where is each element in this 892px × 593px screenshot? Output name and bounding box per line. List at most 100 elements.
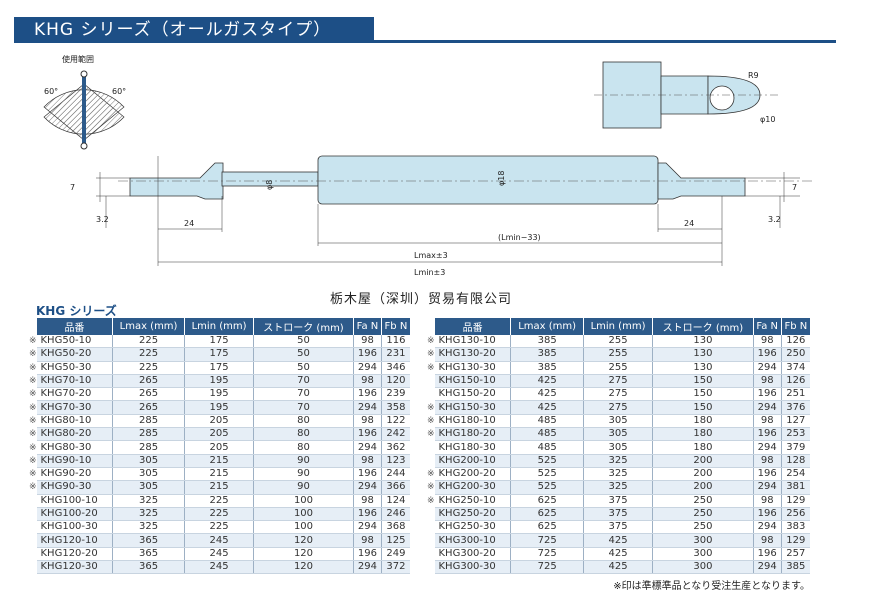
stroke-cell: 70 <box>253 387 355 402</box>
fa-cell: 294 <box>753 400 782 415</box>
stroke-cell: 150 <box>652 387 754 402</box>
row-mark: ※ <box>424 467 435 481</box>
fb-cell: 250 <box>781 347 810 362</box>
lmax-cell: 225 <box>112 335 186 349</box>
stroke-cell: 150 <box>652 374 754 389</box>
fa-cell: 294 <box>753 520 782 535</box>
dim-24-right: 24 <box>684 219 694 228</box>
stroke-cell: 250 <box>652 494 754 508</box>
stroke-cell: 130 <box>652 335 754 349</box>
part-number-cell: KHG180-30 <box>434 440 512 455</box>
row-mark: ※ <box>26 387 37 401</box>
lmin-cell: 375 <box>583 520 654 535</box>
part-number-cell: KHG180-10 <box>434 414 512 429</box>
stroke-cell: 180 <box>652 427 754 442</box>
part-number-cell: KHG250-10 <box>434 494 512 508</box>
part-number-cell: KHG180-20 <box>434 427 512 442</box>
lmin-cell: 425 <box>583 547 654 562</box>
fb-cell: 231 <box>381 347 410 362</box>
stroke-cell: 90 <box>253 467 355 482</box>
lmax-cell: 525 <box>510 467 584 482</box>
part-number-cell: KHG70-30 <box>36 400 113 415</box>
gas-spring-drawing: 使用範囲 60° 60° R9 φ10 φ8 φ18 <box>43 54 812 277</box>
fb-cell: 129 <box>781 494 810 508</box>
usage-range-diagram: 使用範囲 60° 60° <box>43 54 126 150</box>
part-number-cell: KHG250-20 <box>434 507 512 522</box>
fb-cell: 256 <box>781 507 810 522</box>
fb-cell: 126 <box>781 335 810 349</box>
fb-cell: 125 <box>381 533 410 548</box>
column-header-fb: Fb N <box>381 318 410 335</box>
lmax-cell: 385 <box>510 335 584 349</box>
row-mark: ※ <box>26 374 37 388</box>
mark-column-header <box>26 318 37 335</box>
stroke-cell: 80 <box>253 414 355 429</box>
lmax-cell: 425 <box>510 374 584 389</box>
dim-lmin-33: (Lmin−33) <box>498 233 541 242</box>
lmin-cell: 205 <box>184 414 254 429</box>
part-number-cell: KHG200-10 <box>434 454 512 468</box>
lmin-cell: 325 <box>583 467 654 482</box>
fa-cell: 196 <box>753 427 782 442</box>
part-number-cell: KHG300-30 <box>434 560 512 575</box>
row-mark <box>424 454 435 468</box>
lmax-cell: 725 <box>510 547 584 562</box>
part-number-cell: KHG100-20 <box>36 507 113 522</box>
stroke-cell: 80 <box>253 427 355 442</box>
stroke-cell: 80 <box>253 440 355 455</box>
fa-cell: 294 <box>753 440 782 455</box>
row-mark <box>26 507 37 521</box>
stroke-cell: 70 <box>253 374 355 389</box>
part-number-cell: KHG200-30 <box>434 480 512 495</box>
row-mark <box>424 533 435 548</box>
fb-cell: 244 <box>381 467 410 482</box>
fb-cell: 239 <box>381 387 410 402</box>
row-mark: ※ <box>26 347 37 362</box>
fa-cell: 294 <box>753 480 782 495</box>
table-header-row: 品番 Lmax (mm) Lmin (mm) ストローク (mm) Fa N F… <box>424 318 810 335</box>
column-header-fa: Fa N <box>753 318 782 335</box>
fa-cell: 98 <box>753 494 782 508</box>
fb-cell: 129 <box>781 533 810 548</box>
lmin-cell: 255 <box>583 361 654 375</box>
dimension-lines <box>96 156 800 266</box>
fb-cell: 366 <box>381 480 410 495</box>
stroke-cell: 50 <box>253 361 355 375</box>
column-header-stroke: ストローク (mm) <box>652 318 754 335</box>
fa-cell: 98 <box>353 335 382 349</box>
part-number-cell: KHG200-20 <box>434 467 512 482</box>
stroke-cell: 90 <box>253 480 355 495</box>
fb-cell: 246 <box>381 507 410 522</box>
stroke-cell: 90 <box>253 454 355 468</box>
lmax-cell: 305 <box>112 467 186 482</box>
fa-cell: 294 <box>753 361 782 375</box>
lmin-cell: 215 <box>184 467 254 482</box>
title-underline <box>374 40 836 43</box>
stroke-cell: 50 <box>253 335 355 349</box>
column-header-lmin: Lmin (mm) <box>583 318 654 335</box>
lmin-cell: 325 <box>583 454 654 468</box>
lmin-cell: 175 <box>184 335 254 349</box>
lmin-cell: 255 <box>583 347 654 362</box>
lmin-cell: 275 <box>583 387 654 402</box>
dim-7-left: 7 <box>70 183 75 192</box>
